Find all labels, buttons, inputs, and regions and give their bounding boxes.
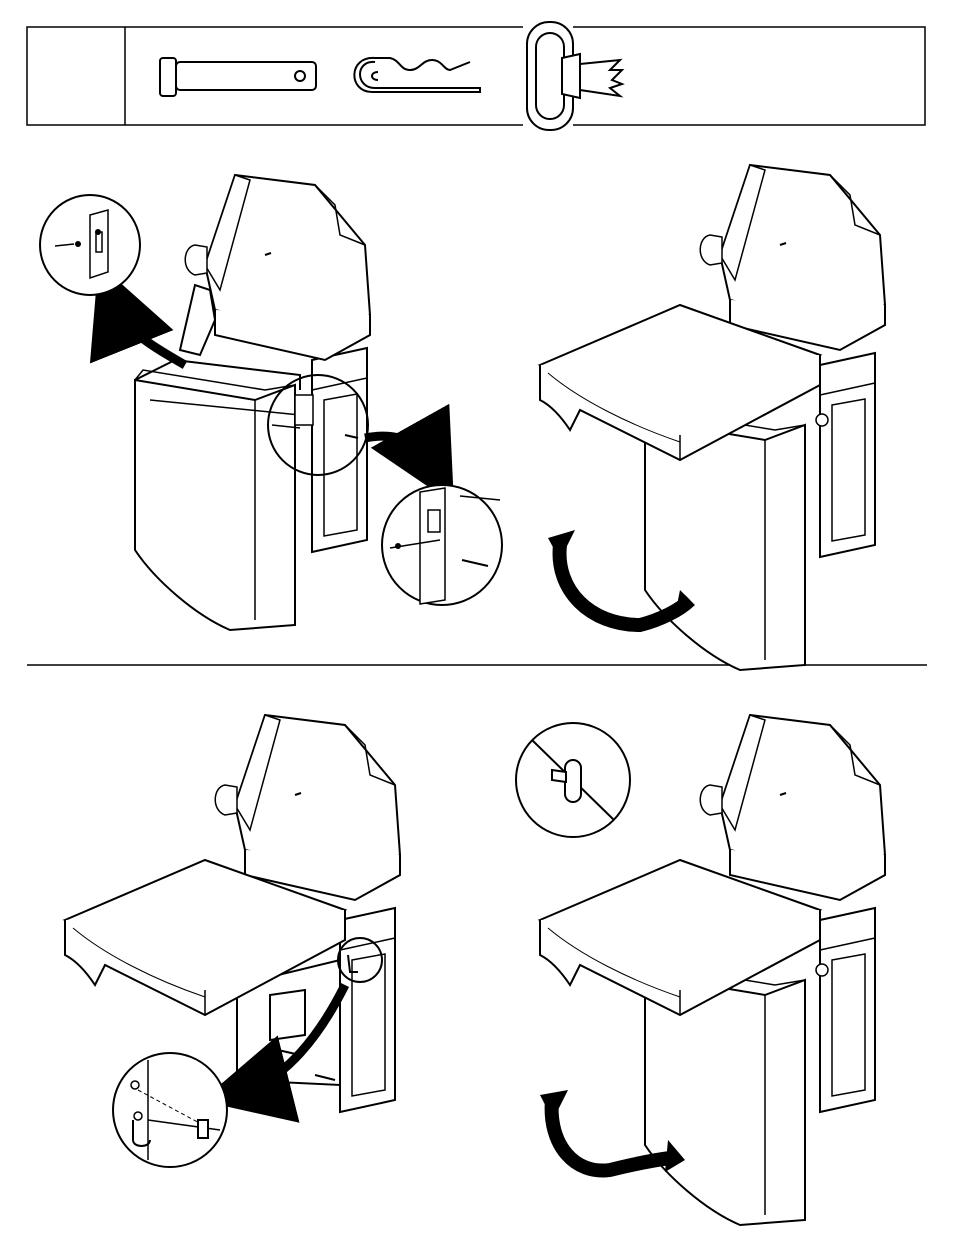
step-panel-rotate-seat <box>540 165 885 670</box>
no-clip-prohibition-icon <box>516 723 630 837</box>
step-panel-insert-pin <box>65 715 400 1167</box>
clevis-pin-icon <box>160 58 316 96</box>
zoom-detail-frame-pin <box>382 485 502 605</box>
zoom-detail-pin-hole <box>40 195 140 295</box>
step-panel-no-clip <box>516 715 885 1225</box>
zoom-detail-insert-pin <box>113 1053 227 1167</box>
parts-table <box>27 22 925 130</box>
step-panel-remove-pin <box>40 175 502 630</box>
